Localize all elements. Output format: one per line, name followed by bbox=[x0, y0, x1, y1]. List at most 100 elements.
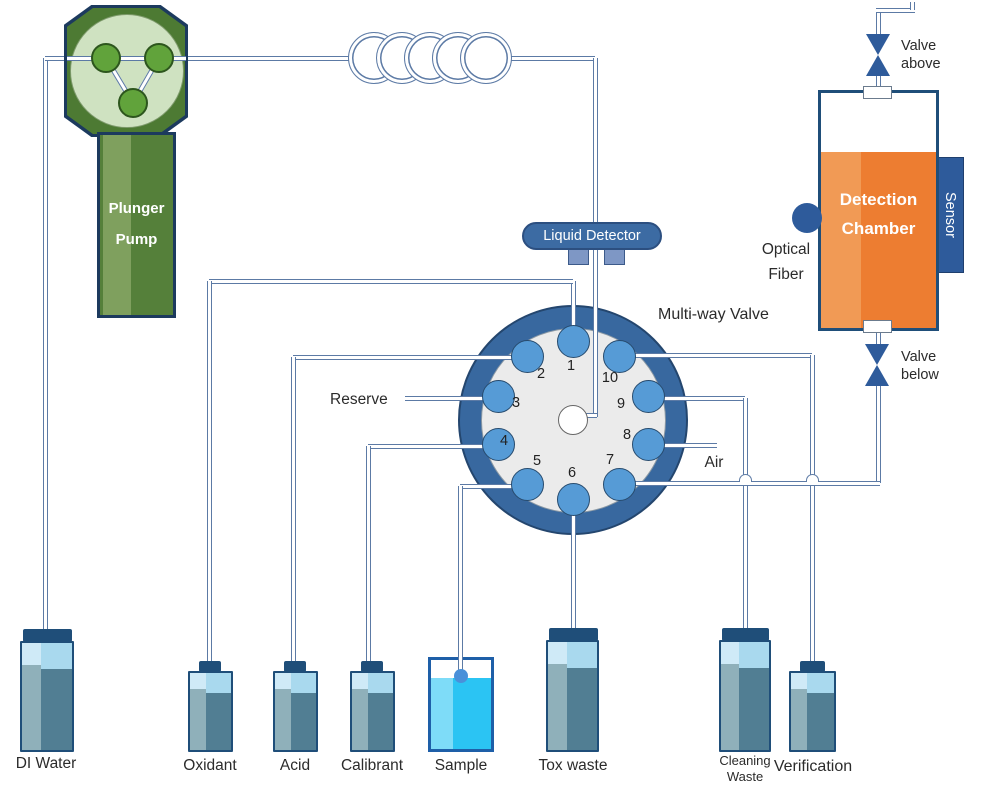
bottle-label-sample: Sample bbox=[434, 757, 488, 774]
bottle-di-water bbox=[20, 641, 74, 752]
liquid-detector-leg bbox=[568, 248, 589, 265]
tube-oxidant-drop bbox=[206, 281, 212, 661]
sensor: Sensor bbox=[936, 157, 964, 273]
mixing-coil-loop bbox=[460, 32, 512, 84]
port-number-6: 6 bbox=[567, 465, 577, 481]
chamber-top-port bbox=[863, 86, 892, 99]
bottle-acid bbox=[273, 671, 318, 752]
sensor-label: Sensor bbox=[942, 192, 958, 238]
valve-above-icon bbox=[866, 55, 890, 76]
valve-above-label: Valve above bbox=[901, 38, 941, 72]
tube-above-valve-up bbox=[875, 10, 881, 34]
port-number-3: 3 bbox=[511, 395, 521, 411]
bottle-cap-di-water bbox=[23, 629, 72, 642]
tube-calibrant-drop bbox=[365, 446, 371, 661]
optical-fiber-label: Optical Fiber bbox=[761, 241, 811, 283]
optical-fiber-dot bbox=[792, 203, 822, 233]
port-number-2: 2 bbox=[536, 366, 546, 382]
valve-port-5 bbox=[510, 467, 544, 501]
chamber-liquid-highlight bbox=[821, 152, 861, 328]
valve-port-8 bbox=[631, 427, 665, 461]
tube-port6-toxwaste bbox=[570, 499, 576, 628]
valve-port-2 bbox=[510, 339, 544, 373]
bottle-label-cleaning-waste: Cleaning Waste bbox=[719, 753, 771, 784]
valve-port-7 bbox=[602, 467, 636, 501]
bottle-label-tox-waste: Tox waste bbox=[538, 757, 608, 774]
tube-top-right-elbow bbox=[875, 7, 915, 13]
sample-tube-tip bbox=[454, 669, 468, 683]
bottle-cap-oxidant bbox=[199, 661, 221, 672]
pump-body bbox=[97, 132, 176, 318]
valve-port-3 bbox=[481, 379, 515, 413]
bottle-tox-waste bbox=[546, 640, 599, 752]
tube-port8-air bbox=[648, 442, 717, 448]
tube-through-pump bbox=[67, 55, 186, 61]
tube-port4-horizontal bbox=[368, 443, 498, 449]
tube-verification-drop bbox=[809, 355, 815, 661]
tube-crossing-hop-1 bbox=[738, 473, 752, 482]
bottle-label-acid: Acid bbox=[279, 757, 311, 774]
pump-label: Plunger Pump bbox=[108, 200, 165, 248]
tube-valve-below-riser bbox=[875, 386, 881, 483]
valve-port-9 bbox=[631, 379, 665, 413]
bottle-cap-verification bbox=[800, 661, 825, 672]
valve-below-icon bbox=[865, 344, 889, 365]
bottle-cap-calibrant bbox=[361, 661, 383, 672]
tube-acid-drop bbox=[290, 357, 296, 661]
tube-port1-horizontal bbox=[209, 278, 573, 284]
tube-pump-to-coil bbox=[45, 55, 595, 61]
bottle-verification bbox=[789, 671, 836, 752]
bottle-label-calibrant: Calibrant bbox=[340, 757, 404, 774]
pump-roller bbox=[144, 43, 174, 73]
valve-port-10 bbox=[602, 339, 636, 373]
valve-port-6 bbox=[556, 482, 590, 516]
pump-roller bbox=[91, 43, 121, 73]
tube-cleaning-waste-drop bbox=[742, 398, 748, 628]
tube-crossing-hop-2 bbox=[805, 473, 819, 482]
air-label: Air bbox=[704, 454, 724, 471]
valve-port-1 bbox=[556, 324, 590, 358]
chamber-label: Detection Chamber bbox=[839, 190, 918, 238]
bottle-calibrant bbox=[350, 671, 395, 752]
tube-port10-horizontal bbox=[619, 352, 812, 358]
bottle-label-oxidant: Oxidant bbox=[183, 757, 237, 774]
liquid-detector-label: Liquid Detector bbox=[543, 228, 641, 244]
valve-below-icon bbox=[865, 365, 889, 386]
port-number-7: 7 bbox=[605, 452, 615, 468]
tube-chamber-bottom-stub bbox=[875, 332, 881, 344]
valve-below-label: Valve below bbox=[901, 349, 939, 383]
port-number-8: 8 bbox=[622, 427, 632, 443]
port-number-4: 4 bbox=[499, 433, 509, 449]
valve-port-4 bbox=[481, 427, 515, 461]
port-number-1: 1 bbox=[566, 358, 576, 374]
port-number-9: 9 bbox=[616, 396, 626, 412]
chamber-bottom-port bbox=[863, 320, 892, 333]
pump-body-highlight bbox=[103, 135, 131, 315]
tube-port2-horizontal bbox=[293, 354, 527, 360]
detection-chamber: Detection Chamber bbox=[818, 90, 939, 331]
multi-way-valve-label: Multi-way Valve bbox=[658, 306, 769, 323]
tube-chamber-top-stub bbox=[875, 76, 881, 90]
port-number-5: 5 bbox=[532, 453, 542, 469]
reserve-label: Reserve bbox=[330, 391, 388, 408]
bottle-cap-acid bbox=[284, 661, 306, 672]
bottle-cap-tox-waste bbox=[549, 628, 598, 641]
valve-center-port bbox=[558, 405, 588, 435]
tube-port9-horizontal bbox=[648, 395, 745, 401]
valve-above-icon bbox=[866, 34, 890, 55]
tube-sample-drop bbox=[457, 486, 463, 679]
bottle-label-verification: Verification bbox=[773, 758, 853, 775]
tube-port5-horizontal bbox=[460, 483, 527, 489]
liquid-detector: Liquid Detector bbox=[522, 222, 662, 250]
tube-port3-reserve bbox=[405, 395, 498, 401]
bottle-cap-cleaning-waste bbox=[722, 628, 769, 641]
tube-di-water-riser bbox=[42, 58, 48, 629]
tube-top-exit bbox=[909, 2, 915, 10]
sample-liquid-highlight bbox=[431, 678, 453, 749]
pump-roller bbox=[118, 88, 148, 118]
port-number-10: 10 bbox=[601, 370, 619, 386]
bottle-cleaning-waste bbox=[719, 640, 771, 752]
liquid-detector-leg bbox=[604, 248, 625, 265]
bottle-oxidant bbox=[188, 671, 233, 752]
